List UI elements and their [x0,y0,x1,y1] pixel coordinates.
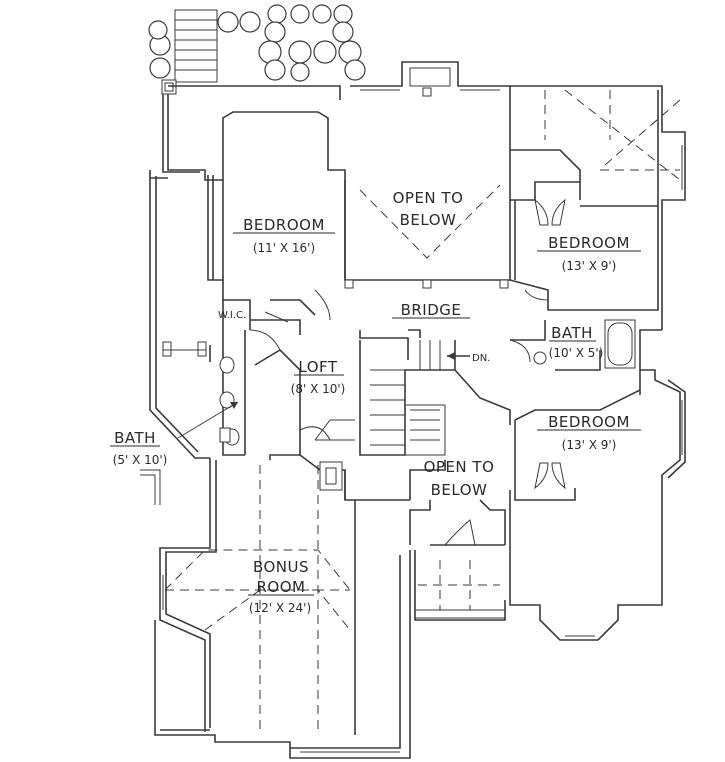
room-labels: OPEN TO BELOW BEDROOM (11' X 16') BEDROO… [110,189,641,615]
exterior-stair [161,9,218,95]
bath-left-bracket-inner [140,469,161,505]
wic-name: W.I.C. [218,310,246,321]
bonus-room-line2: ROOM [257,578,306,596]
bath-left-leader [177,401,239,439]
bedroom-left-name: BEDROOM [243,216,325,234]
stair-dn-label: DN. [472,353,490,364]
interior-stairs [359,340,511,500]
bedroom-right-mid-size: (13' X 9') [562,438,617,452]
bath-right-name: BATH [551,324,593,342]
bath-fixtures [162,319,636,491]
open-to-below-top-line1: OPEN TO [393,189,464,207]
bedroom-left-size: (11' X 16') [253,241,315,255]
interior-walls [207,100,659,735]
landscaping-trees [148,4,366,82]
loft-size: (8' X 10') [291,382,346,396]
bedroom-right-top-name: BEDROOM [548,234,630,252]
windows [162,89,683,753]
doors [249,198,566,546]
open-to-below-mid-line2: BELOW [431,481,488,499]
wic-leader [264,311,289,323]
right-bay-walls [414,329,686,641]
bath-right-size: (10' X 5') [549,346,604,360]
bath-left-size: (5' X 10') [113,453,168,467]
loft-name: LOFT [298,358,337,376]
ceiling-dash-lines [164,89,681,730]
bedroom-right-mid-name: BEDROOM [548,413,630,431]
open-to-below-top-line2: BELOW [400,211,457,229]
bridge-name: BRIDGE [401,301,462,319]
bath-left-bracket [140,474,156,505]
bonus-room-size: (12' X 24') [249,601,311,615]
columns [344,87,509,289]
bath-left-leader-arrow [230,402,238,409]
open-to-below-mid-line1: OPEN TO [424,458,495,476]
bonus-room-line1: BONUS [253,558,309,576]
exterior-walls [149,61,686,759]
bath-left-name: BATH [114,429,156,447]
bedroom-right-top-size: (13' X 9') [562,259,617,273]
